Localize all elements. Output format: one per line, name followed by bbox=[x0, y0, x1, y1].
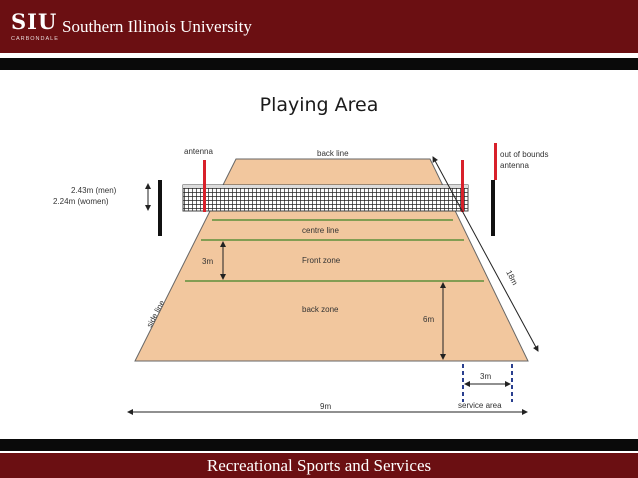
siu-logo: SIU bbox=[11, 9, 58, 34]
bottom-divider bbox=[0, 439, 638, 451]
out-of-bounds-label-1: out of bounds bbox=[500, 150, 548, 159]
footer-label: Recreational Sports and Services bbox=[206, 456, 432, 475]
length-arrow bbox=[432, 156, 539, 352]
net bbox=[182, 184, 469, 212]
right-post bbox=[491, 180, 495, 236]
logo-subtitle: CARBONDALE bbox=[11, 36, 59, 42]
university-name: Southern Illinois University bbox=[62, 17, 252, 36]
length-label: 18m bbox=[504, 269, 519, 287]
centre-line-label: centre line bbox=[302, 226, 339, 235]
back-zone-depth-label: 6m bbox=[423, 315, 434, 324]
net-height-women-label: 2.24m (women) bbox=[53, 197, 109, 206]
slide-title: Playing Area bbox=[259, 94, 379, 116]
back-zone-label: back zone bbox=[302, 305, 339, 314]
footer-bar bbox=[0, 453, 638, 478]
antenna-label: antenna bbox=[184, 147, 213, 156]
service-width-label: 3m bbox=[480, 372, 491, 381]
net-top-band bbox=[183, 185, 468, 188]
width-label: 9m bbox=[320, 402, 331, 411]
right-antenna-out-of-bounds bbox=[494, 143, 497, 180]
service-area-label: service area bbox=[458, 401, 502, 410]
front-zone-label: Front zone bbox=[302, 256, 341, 265]
net-height-men-label: 2.43m (men) bbox=[71, 186, 117, 195]
left-antenna bbox=[203, 160, 206, 212]
left-post bbox=[158, 180, 162, 236]
out-of-bounds-label-2: antenna bbox=[500, 161, 529, 170]
right-antenna-inner bbox=[461, 160, 464, 212]
top-divider bbox=[0, 58, 638, 70]
header-bar bbox=[0, 0, 638, 53]
front-zone-depth-label: 3m bbox=[202, 257, 213, 266]
back-line-label: back line bbox=[317, 149, 349, 158]
